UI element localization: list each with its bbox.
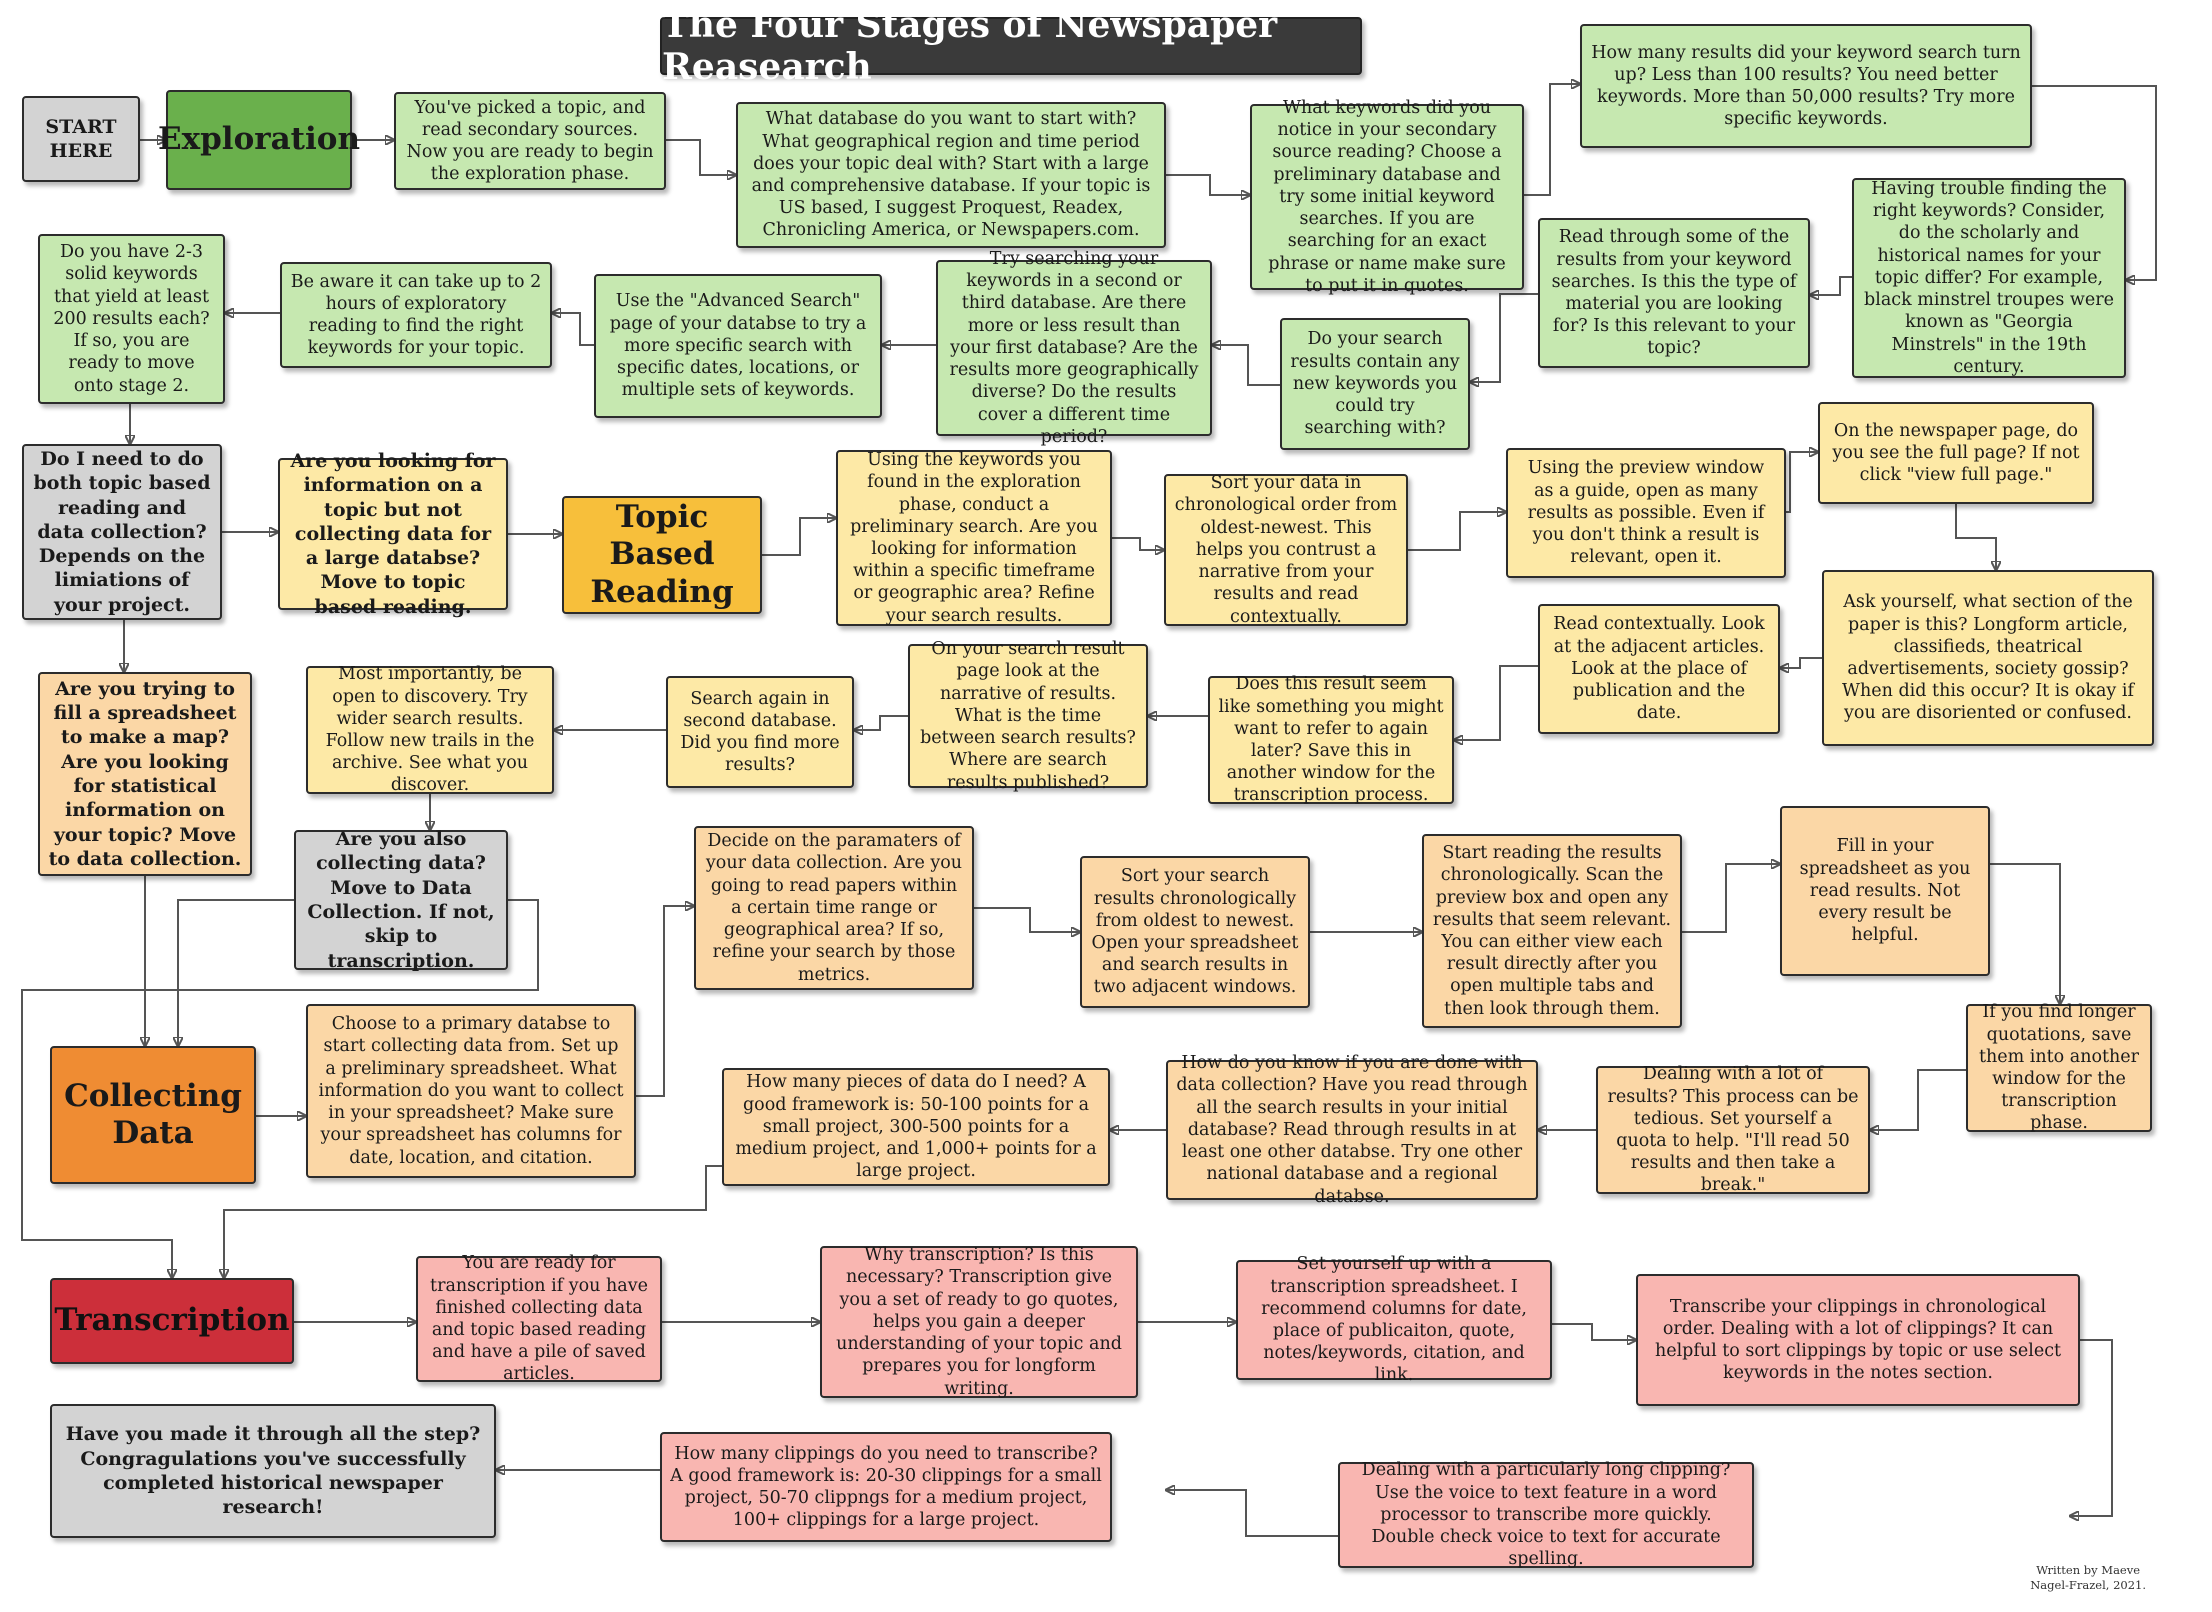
collecting-done-box: How do you know if you are done with dat… <box>1166 1053 1538 1207</box>
arrow-picked-to-database <box>666 139 736 175</box>
arrow-advanced-to-aware <box>552 313 594 346</box>
exploration-how-many-results-box: How many results did your keyword search… <box>1580 24 2032 148</box>
exploration-second-database-box: Try searching your keywords in a second … <box>936 249 1212 447</box>
exploration-stage-box: Exploration <box>158 90 360 190</box>
exploration-keywords-noticed-box: What keywords did you notice in your sec… <box>1250 98 1524 296</box>
arrow-longclip-to-howmany <box>1166 1490 1338 1537</box>
transcription-ready-box: You are ready for transcription if you h… <box>416 1253 662 1384</box>
exploration-be-aware-box: Be aware it can take up to 2 hours of ex… <box>280 262 552 368</box>
collecting-data-stage-box: Collecting Data <box>50 1046 256 1184</box>
topic-based-reading-stage-box: Topic Based Reading <box>562 496 762 614</box>
topic-read-contextually-box: Read contextually. Look at the adjacent … <box>1538 604 1780 734</box>
exploration-database-box: What database do you want to start with?… <box>736 102 1166 248</box>
arrow-primary-to-params <box>636 906 694 1097</box>
arrow-startreading-to-fill <box>1682 864 1780 933</box>
arrow-preview-to-fullpage <box>1786 452 1818 513</box>
topic-open-discovery-box: Most importantly, be open to discovery. … <box>306 664 554 795</box>
arrow-keywords-to-howmany <box>1524 84 1580 196</box>
transcription-setup-box: Set yourself up with a transcription spr… <box>1236 1254 1552 1385</box>
collecting-lot-of-results-box: Dealing with a lot of results? This proc… <box>1596 1064 1870 1195</box>
topic-preview-window-box: Using the preview window as a guide, ope… <box>1506 448 1786 578</box>
arrow-setup-to-chrono <box>1552 1323 1636 1340</box>
arrow-sort-to-preview <box>1408 512 1506 551</box>
arrow-longer-to-lot <box>1870 1069 1966 1130</box>
topic-search-again-box: Search again in second database. Did you… <box>666 676 854 788</box>
transcription-how-many-clippings-box: How many clippings do you need to transc… <box>660 1432 1112 1542</box>
transcription-chronological-box: Transcribe your clippings in chronologic… <box>1636 1274 2080 1406</box>
arrow-datacollect-to-collecting <box>178 899 294 1046</box>
collecting-sort-results-box: Sort your search results chronologically… <box>1080 856 1310 1008</box>
exploration-solid-keywords-box: Do you have 2-3 solid keywords that yiel… <box>38 234 225 404</box>
arrow-fullpage-to-asksection <box>1955 504 1996 570</box>
arrow-readthrough-to-newkeywords <box>1470 293 1538 382</box>
arrow-trouble-to-readthrough <box>1810 276 1852 295</box>
arrow-usingkw-to-sort <box>1112 537 1164 550</box>
collecting-start-reading-box: Start reading the results chronologicall… <box>1422 834 1682 1028</box>
author-credit-line2: Nagel-Frazel, 2021. <box>2030 1577 2146 1592</box>
arrow-newkeywords-to-seconddb <box>1212 345 1280 386</box>
topic-using-keywords-box: Using the keywords you found in the expl… <box>836 450 1112 626</box>
question-data-collection-box: Are you also collecting data? Move to Da… <box>294 828 508 972</box>
transcription-why-box: Why transcription? Is this necessary? Tr… <box>820 1245 1138 1399</box>
collecting-fill-spreadsheet-box: Fill in your spreadsheet as you read res… <box>1780 806 1990 976</box>
collecting-pieces-of-data-box: How many pieces of data do I need? A goo… <box>722 1068 1110 1186</box>
question-spreadsheet-box: Are you trying to fill a spreadsheet to … <box>38 672 252 876</box>
collecting-primary-database-box: Choose to a primary databse to start col… <box>306 1004 636 1178</box>
page-title: The Four Stages of Newspaper Reasearch <box>660 4 1362 88</box>
transcription-long-clipping-box: Dealing with a particularly long clippin… <box>1338 1460 1754 1569</box>
question-topic-reading-box: Are you looking for information on a top… <box>278 450 508 618</box>
topic-ask-section-box: Ask yourself, what section of the paper … <box>1822 570 2154 746</box>
arrow-params-to-sort <box>974 907 1080 932</box>
question-both-box: Do I need to do both topic based reading… <box>22 444 222 620</box>
exploration-new-keywords-box: Do your search results contain any new k… <box>1280 318 1470 450</box>
arrow-topicreading-to-usingkw <box>762 518 836 556</box>
collecting-longer-quotations-box: If you find longer quotations, save them… <box>1966 1002 2152 1133</box>
arrow-contextually-to-refer <box>1454 665 1538 740</box>
topic-sort-data-box: Sort your data in chronological order fr… <box>1164 473 1408 627</box>
exploration-picked-topic-box: You've picked a topic, and read secondar… <box>394 92 666 190</box>
arrow-database-to-keywords <box>1166 174 1250 195</box>
topic-narrative-box: On your search result page look at the n… <box>908 639 1148 793</box>
arrow-asksection-to-contextually <box>1780 657 1822 668</box>
author-credit: Written by Maeve Nagel-Frazel, 2021. <box>2030 1563 2146 1593</box>
exploration-read-through-box: Read through some of the results from yo… <box>1538 218 1810 368</box>
collecting-parameters-box: Decide on the paramaters of your data co… <box>694 826 974 990</box>
exploration-advanced-search-box: Use the "Advanced Search" page of your d… <box>594 274 882 418</box>
author-credit-line1: Written by Maeve <box>2036 1563 2141 1577</box>
start-here-box: START HERE <box>22 96 140 182</box>
topic-refer-later-box: Does this result seem like something you… <box>1208 674 1454 805</box>
topic-full-page-box: On the newspaper page, do you see the fu… <box>1818 402 2094 504</box>
transcription-stage-box: Transcription <box>50 1278 294 1364</box>
exploration-trouble-keywords-box: Having trouble finding the right keyword… <box>1852 178 2126 378</box>
arrow-narrative-to-searchagain <box>854 715 908 730</box>
finish-box: Have you made it through all the step? C… <box>50 1404 496 1538</box>
